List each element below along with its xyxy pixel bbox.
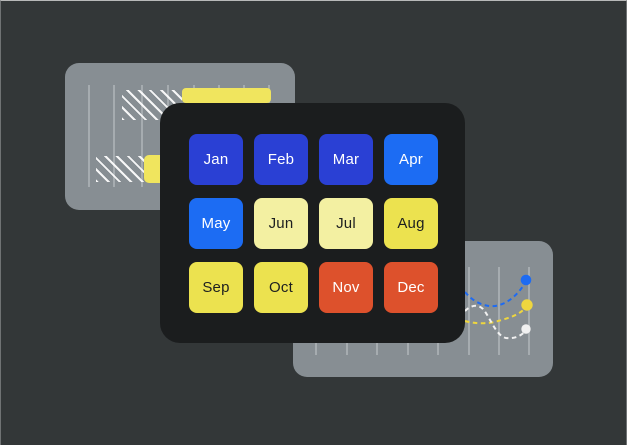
month-tile-nov[interactable]: Nov (319, 262, 373, 313)
hatched-gantt-bar (96, 156, 144, 182)
month-tile-oct[interactable]: Oct (254, 262, 308, 313)
month-tile-jan[interactable]: Jan (189, 134, 243, 185)
yellow-gantt-bar (182, 88, 271, 103)
gridline (528, 267, 530, 355)
yellow-dashed-series (464, 305, 528, 325)
gridline (113, 85, 115, 187)
blue-data-point (520, 274, 532, 286)
month-tile-dec[interactable]: Dec (384, 262, 438, 313)
month-picker-panel: Jan Feb Mar Apr May Jun Jul Aug Sep Oct … (160, 103, 465, 343)
blue-dashed-series (464, 280, 527, 308)
month-tile-jun[interactable]: Jun (254, 198, 308, 249)
month-tile-aug[interactable]: Aug (384, 198, 438, 249)
yellow-data-point (521, 299, 533, 311)
month-tile-apr[interactable]: Apr (384, 134, 438, 185)
month-tile-may[interactable]: May (189, 198, 243, 249)
gridline (468, 267, 470, 355)
month-tile-mar[interactable]: Mar (319, 134, 373, 185)
white-data-point (521, 324, 531, 334)
gridline (141, 85, 143, 187)
dashed-line-chart (464, 274, 533, 340)
gridline (88, 85, 90, 187)
white-dashed-series (464, 304, 527, 340)
gridline (498, 267, 500, 355)
month-tile-feb[interactable]: Feb (254, 134, 308, 185)
month-tile-jul[interactable]: Jul (319, 198, 373, 249)
month-tile-sep[interactable]: Sep (189, 262, 243, 313)
